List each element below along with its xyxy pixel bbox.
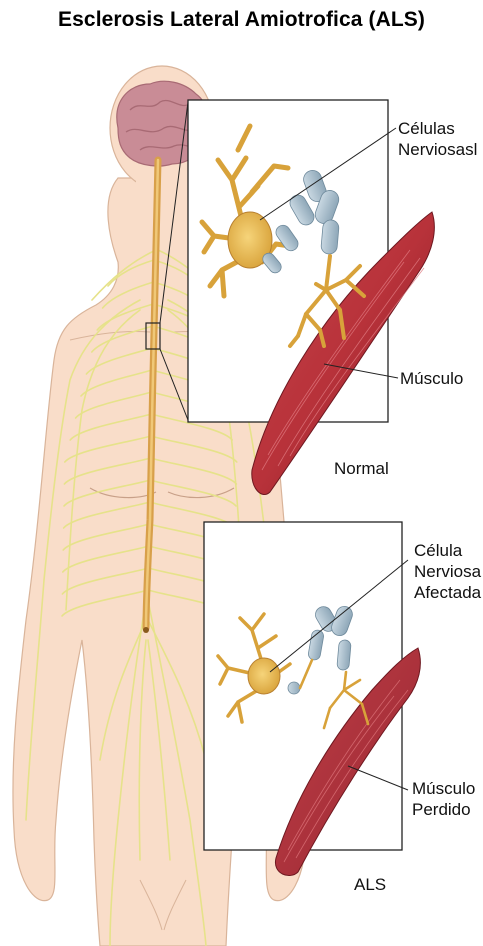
lost-muscle-label: Músculo Perdido <box>412 778 475 820</box>
lost-muscle-label-line2: Perdido <box>412 799 475 820</box>
affected-nerve-cell-label: Célula Nerviosa Afectada <box>414 540 481 603</box>
nerve-cells-label-line2: Nerviosasl <box>398 139 477 160</box>
affected-nerve-label-line2: Nerviosa <box>414 561 481 582</box>
neck <box>136 180 188 250</box>
normal-panel-frame <box>188 100 388 422</box>
affected-nerve-label-line1: Célula <box>414 540 481 561</box>
lost-muscle-label-line1: Músculo <box>412 778 475 799</box>
nerve-cells-label: Células Nerviosasl <box>398 118 477 160</box>
als-caption: ALS <box>354 874 386 895</box>
muscle-label: Músculo <box>400 368 463 389</box>
als-panel <box>204 522 420 876</box>
affected-nerve-label-line3: Afectada <box>414 582 481 603</box>
nerve-cells-label-line1: Células <box>398 118 477 139</box>
normal-caption: Normal <box>334 458 389 479</box>
